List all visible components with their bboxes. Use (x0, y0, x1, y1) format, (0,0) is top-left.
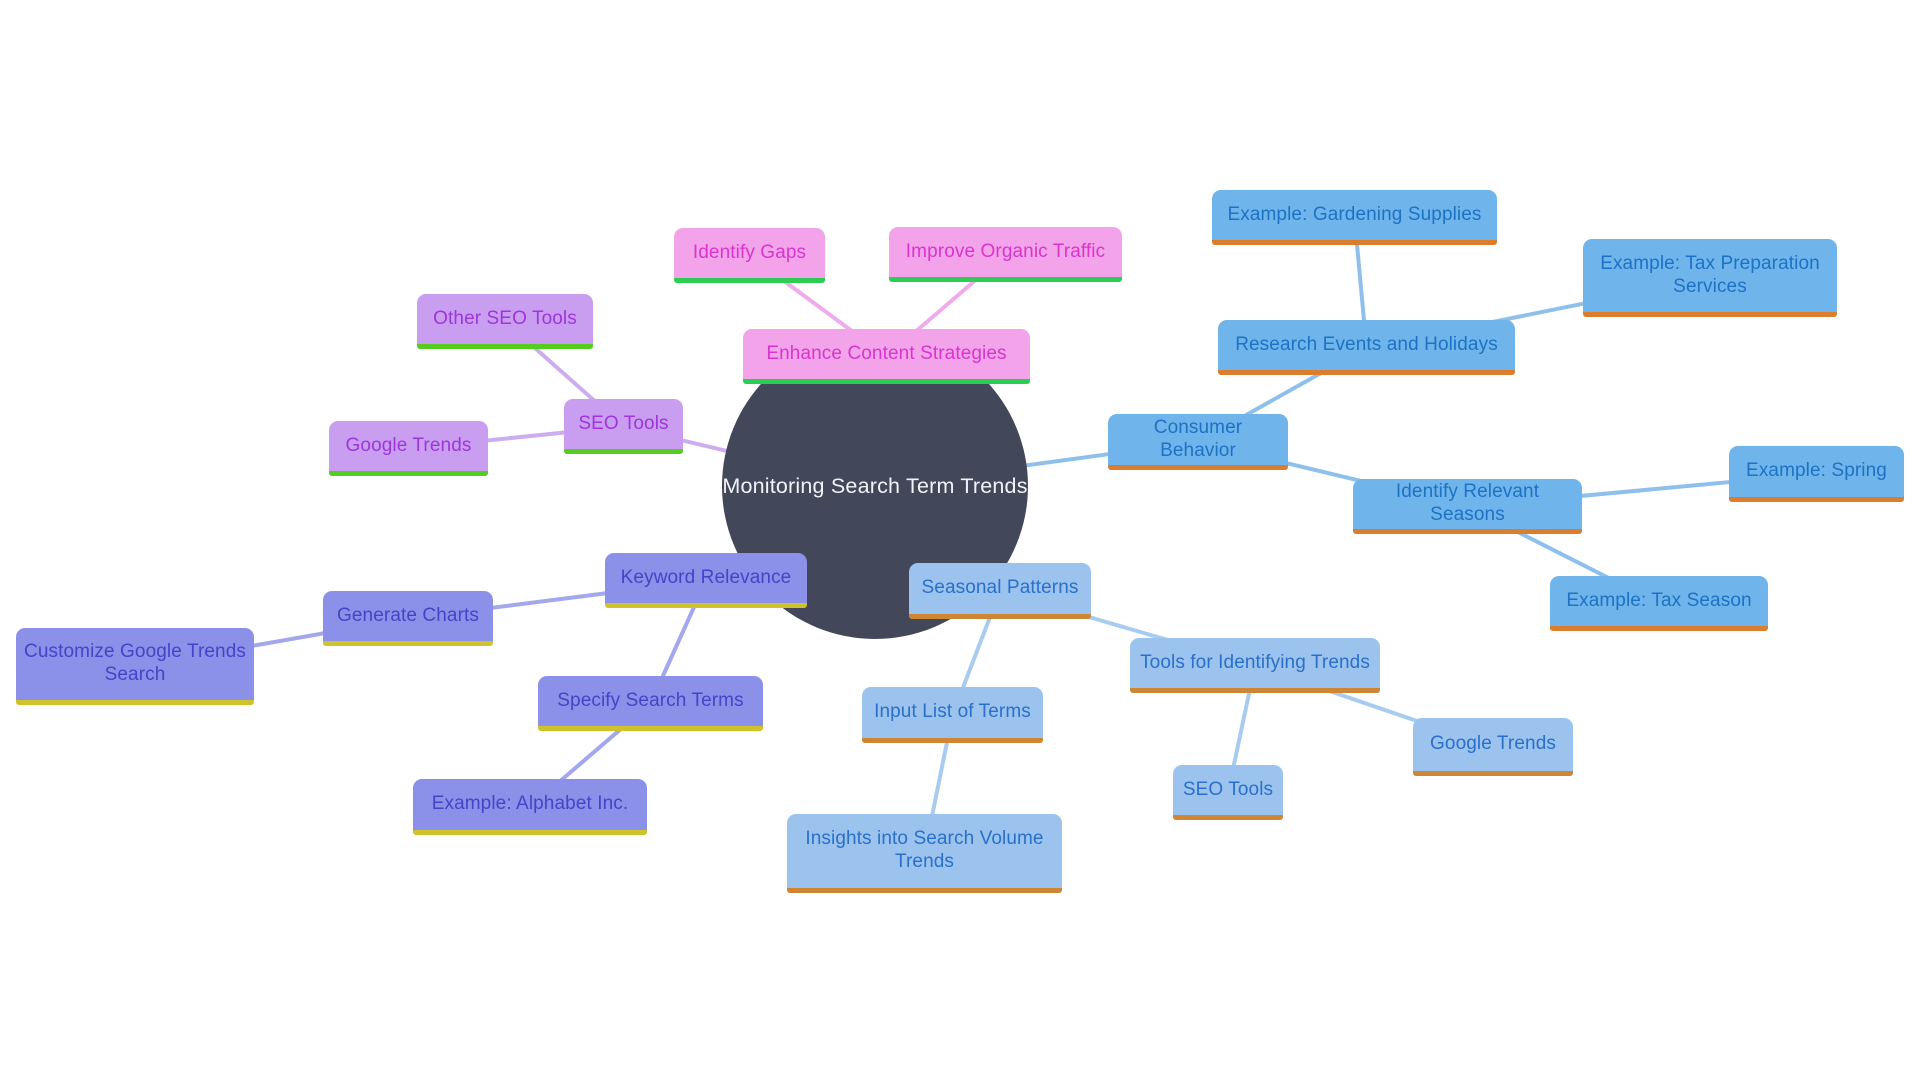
node-example-alphabet[interactable]: Example: Alphabet Inc. (413, 779, 647, 835)
node-consumer-behavior[interactable]: Consumer Behavior (1108, 414, 1288, 470)
node-research-events[interactable]: Research Events and Holidays (1218, 320, 1515, 375)
node-label-input-list: Input List of Terms (874, 701, 1031, 723)
node-google-trends-blue[interactable]: Google Trends (1413, 718, 1573, 776)
node-label-consumer-behavior: Consumer Behavior (1153, 416, 1243, 461)
node-label-example-gardening: Example: Gardening Supplies (1227, 203, 1482, 225)
node-label-enhance: Enhance Content Strategies (766, 342, 1007, 364)
node-label-google-trends-blue: Google Trends (1430, 733, 1556, 755)
node-example-gardening[interactable]: Example: Gardening Supplies (1212, 190, 1497, 245)
node-label-example-spring: Example: Spring (1746, 460, 1887, 482)
node-label-specify-search: Specify Search Terms (557, 689, 744, 711)
node-seo-tools-blue[interactable]: SEO Tools (1173, 765, 1283, 820)
node-example-spring[interactable]: Example: Spring (1729, 446, 1904, 502)
node-generate-charts[interactable]: Generate Charts (323, 591, 493, 646)
node-label-keyword-relevance: Keyword Relevance (620, 566, 792, 588)
node-seo-tools-purple[interactable]: SEO Tools (564, 399, 683, 454)
node-label-identify-gaps: Identify Gaps (692, 241, 807, 263)
node-label-seo-tools-purple: SEO Tools (578, 412, 669, 434)
node-label-example-alphabet: Example: Alphabet Inc. (431, 793, 629, 815)
node-label-improve-organic: Improve Organic Traffic (905, 240, 1106, 262)
node-identify-seasons[interactable]: Identify Relevant Seasons (1353, 479, 1582, 534)
node-label-google-trends-purple: Google Trends (345, 434, 472, 456)
node-label-seo-tools-blue: SEO Tools (1182, 778, 1274, 800)
node-seasonal-patterns[interactable]: Seasonal Patterns (909, 563, 1091, 619)
node-specify-search[interactable]: Specify Search Terms (538, 676, 763, 731)
node-label-research-events: Research Events and Holidays (1235, 333, 1498, 355)
node-tools-identifying[interactable]: Tools for Identifying Trends (1130, 638, 1380, 693)
node-label-identify-seasons: Identify Relevant Seasons (1395, 481, 1540, 525)
node-example-taxprep[interactable]: Example: Tax Preparation Services (1583, 239, 1837, 317)
central-topic-label: Monitoring Search Term Trends (722, 473, 1028, 498)
node-label-example-taxseason: Example: Tax Season (1566, 589, 1752, 611)
node-example-taxseason[interactable]: Example: Tax Season (1550, 576, 1768, 631)
node-keyword-relevance[interactable]: Keyword Relevance (605, 553, 807, 608)
node-improve-organic[interactable]: Improve Organic Traffic (889, 227, 1122, 282)
node-insights-volume[interactable]: Insights into Search Volume Trends (787, 814, 1062, 893)
node-label-example-taxprep: Example: Tax Preparation Services (1600, 252, 1820, 297)
node-identify-gaps[interactable]: Identify Gaps (674, 228, 825, 283)
node-label-customize-google: Customize Google Trends Search (24, 641, 246, 685)
node-input-list[interactable]: Input List of Terms (862, 687, 1043, 743)
node-label-insights-volume: Insights into Search Volume Trends (805, 828, 1044, 872)
node-label-seasonal-patterns: Seasonal Patterns (921, 577, 1079, 599)
node-label-generate-charts: Generate Charts (337, 604, 479, 626)
node-google-trends-purple[interactable]: Google Trends (329, 421, 488, 476)
node-customize-google[interactable]: Customize Google Trends Search (16, 628, 254, 705)
node-label-other-seo-tools: Other SEO Tools (433, 307, 577, 329)
node-other-seo-tools[interactable]: Other SEO Tools (417, 294, 593, 349)
node-label-tools-identifying: Tools for Identifying Trends (1140, 651, 1370, 673)
node-enhance[interactable]: Enhance Content Strategies (743, 329, 1030, 384)
